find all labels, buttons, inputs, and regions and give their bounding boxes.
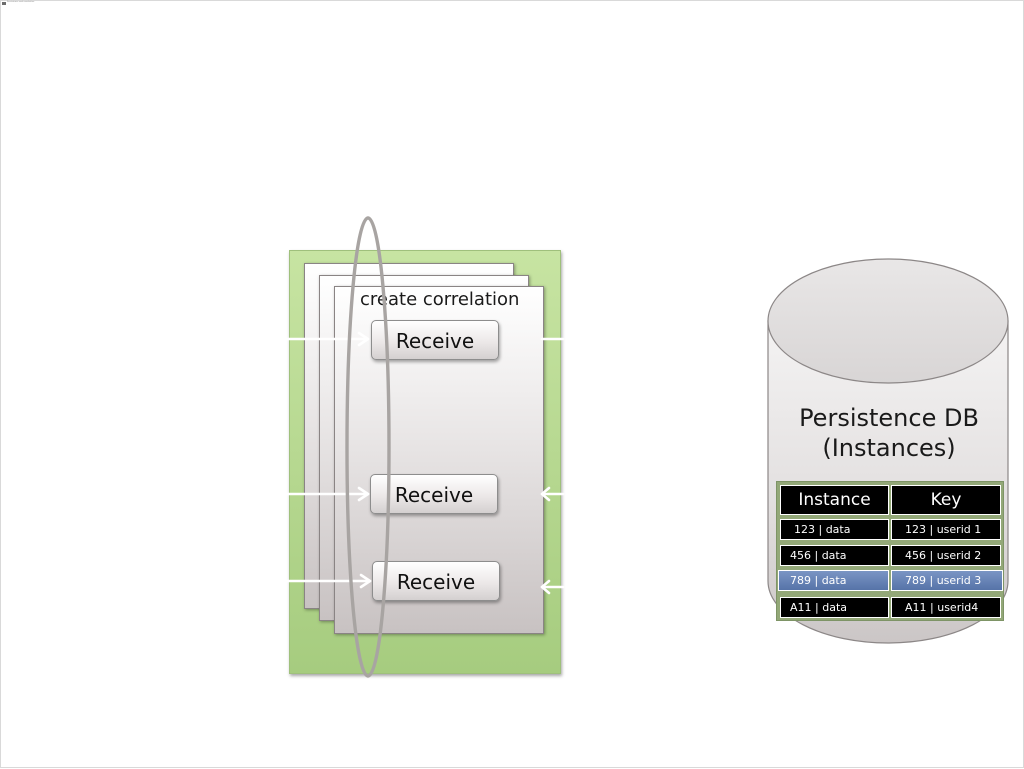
database-title: Persistence DB [799, 404, 979, 432]
instance-cell: A11 | data [780, 597, 889, 618]
key-cell: A11 | userid4 [891, 597, 1001, 618]
instance-table: Instance Key 123 | data 123 | userid 1 4… [776, 481, 1004, 621]
key-cell: 456 | userid 2 [891, 545, 1001, 566]
instance-cell: 123 | data [780, 519, 889, 540]
create-correlation-label: create correlation [360, 289, 520, 310]
instance-cell: 456 | data [780, 545, 889, 566]
key-cell: 123 | userid 1 [891, 519, 1001, 540]
corner-caption: Persistence and correlation [7, 1, 35, 3]
db-arrow-2 [540, 486, 565, 502]
receive-activity-1: Receive [371, 320, 499, 360]
column-header-instance: Instance [780, 485, 889, 515]
key-cell-highlighted: 789 | userid 3 [891, 570, 1003, 591]
db-arrow-3 [540, 579, 565, 595]
instance-cell-highlighted: 789 | data [778, 570, 889, 591]
corner-icon [2, 2, 6, 5]
receive-activity-3: Receive [372, 561, 500, 601]
incoming-arrow-2 [286, 486, 370, 502]
column-header-key: Key [891, 485, 1001, 515]
correlation-ring [345, 216, 391, 678]
database-subtitle: (Instances) [822, 434, 956, 462]
incoming-arrow-3 [286, 573, 372, 589]
incoming-arrow-1 [286, 331, 370, 347]
receive-activity-2: Receive [370, 474, 498, 514]
